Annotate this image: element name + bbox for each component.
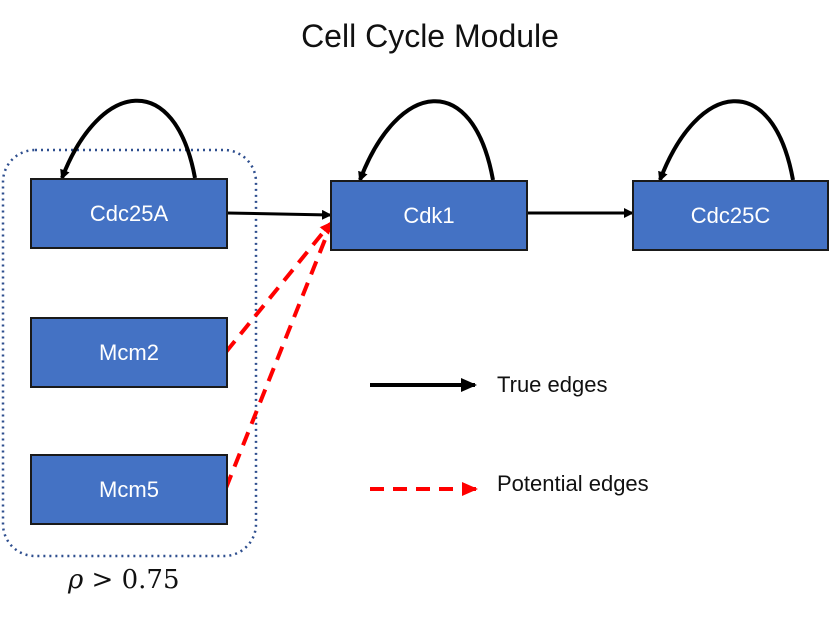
node-cdc25c[interactable]: Cdc25C	[632, 180, 829, 251]
self-loop-cdk1	[358, 99, 495, 182]
threshold-relation: > 0.75	[83, 565, 180, 595]
self-loop-cdc25a	[60, 98, 197, 180]
node-mcm2[interactable]: Mcm2	[30, 317, 228, 388]
node-cdc25a[interactable]: Cdc25A	[30, 178, 228, 249]
potential-edge-mcm5-to-cdk1	[224, 219, 335, 489]
legend-true-edges-label: True edges	[497, 372, 608, 397]
legend-potential-edges-label: Potential edges	[497, 471, 649, 496]
edge-cdc25a-to-cdk1	[226, 209, 332, 220]
correlation-threshold-label: ρ > 0.75	[68, 565, 180, 595]
node-cdk1[interactable]: Cdk1	[330, 180, 528, 251]
node-mcm5[interactable]: Mcm5	[30, 454, 228, 525]
diagram-title: Cell Cycle Module	[301, 18, 559, 54]
rho-symbol: ρ	[68, 565, 84, 595]
potential-edge-mcm2-to-cdk1	[224, 221, 332, 354]
self-loop-cdc25c	[658, 99, 795, 182]
